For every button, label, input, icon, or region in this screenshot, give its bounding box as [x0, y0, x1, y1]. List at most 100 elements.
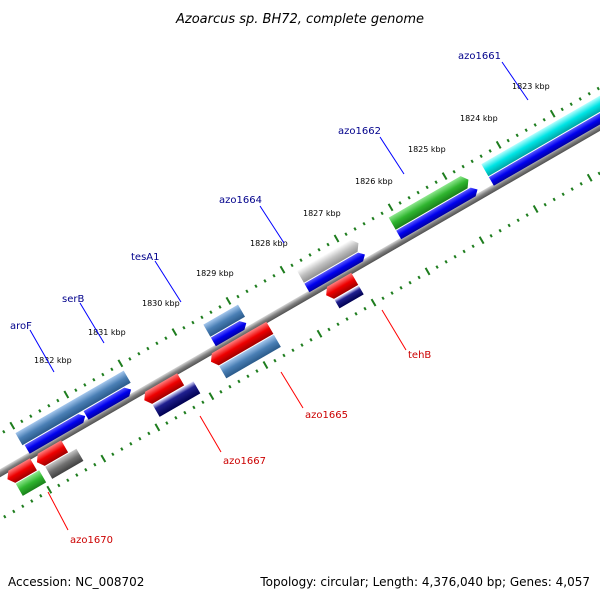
- minor-tick: [110, 367, 114, 372]
- major-tick: [100, 454, 107, 463]
- gene-label-tesA1[interactable]: tesA1: [131, 252, 160, 263]
- minor-tick: [74, 388, 78, 392]
- minor-tick: [246, 374, 250, 379]
- minor-tick: [434, 180, 438, 184]
- tick-track-inner: [3, 171, 600, 519]
- minor-tick: [192, 405, 196, 410]
- minor-tick: [290, 263, 294, 268]
- cds-azo1665-feature[interactable]: [219, 334, 281, 379]
- gene-label-serB[interactable]: serB: [62, 294, 84, 305]
- minor-tick: [579, 182, 583, 186]
- minor-tick: [453, 254, 457, 259]
- major-tick: [9, 421, 16, 430]
- minor-tick: [92, 377, 96, 382]
- gene-label-azo1665[interactable]: azo1665: [305, 410, 348, 421]
- cds-azo1671-feature[interactable]: [15, 470, 47, 496]
- major-tick: [316, 329, 323, 338]
- minor-tick: [597, 171, 600, 176]
- minor-tick: [191, 320, 195, 325]
- cds-azo1662-feature[interactable]: [396, 185, 480, 240]
- gene-tehB-feature[interactable]: [323, 272, 359, 302]
- minor-tick: [506, 138, 510, 143]
- gene-label-tehB[interactable]: tehB: [408, 350, 431, 361]
- minor-tick: [390, 291, 394, 295]
- cds-tehB-feature[interactable]: [334, 285, 364, 309]
- minor-tick: [218, 305, 222, 309]
- genome-backbone: [0, 36, 600, 564]
- minor-tick: [120, 447, 124, 451]
- minor-tick: [129, 442, 133, 446]
- gene-azo1664-feature[interactable]: [296, 237, 362, 283]
- cds-azo1667-feature[interactable]: [152, 381, 201, 417]
- gene-label-azo1664[interactable]: azo1664: [219, 195, 262, 206]
- gene-azo1665-feature[interactable]: [207, 321, 274, 368]
- minor-tick: [425, 185, 429, 190]
- cds-azo1664-feature[interactable]: [304, 250, 367, 293]
- reverse-gene-labels: tehB azo1665 azo1667 azo1670: [47, 309, 431, 546]
- major-tick: [424, 267, 431, 276]
- minor-tick: [39, 494, 43, 498]
- kbp-label: 1828 kbp: [250, 239, 288, 248]
- minor-tick: [282, 353, 286, 358]
- reverse-strand: [4, 272, 364, 496]
- major-tick: [225, 296, 232, 305]
- minor-tick: [578, 97, 582, 101]
- minor-tick: [66, 478, 70, 483]
- minor-tick: [111, 452, 115, 457]
- major-tick: [370, 298, 377, 307]
- minor-tick: [408, 280, 412, 285]
- minor-tick: [317, 247, 321, 252]
- cds-tesA1-feature[interactable]: [210, 319, 249, 347]
- gene-azo1667-feature[interactable]: [141, 373, 185, 406]
- major-tick: [171, 328, 178, 337]
- cds-azo1670-feature[interactable]: [45, 448, 84, 479]
- cds-azo1661-feature[interactable]: [488, 84, 600, 186]
- major-tick: [262, 361, 269, 369]
- minor-tick: [470, 159, 474, 164]
- gene-label-azo1662[interactable]: azo1662: [338, 126, 381, 137]
- gene-label-azo1670[interactable]: azo1670: [70, 535, 113, 546]
- gene-azo1670-feature[interactable]: [33, 440, 69, 468]
- cds-serB-feature[interactable]: [83, 385, 134, 420]
- minor-tick: [147, 431, 151, 436]
- gene-aroF-serB-feature[interactable]: [15, 370, 131, 446]
- major-tick: [478, 236, 485, 245]
- minor-tick: [219, 390, 223, 394]
- gene-label-aroF[interactable]: aroF: [10, 321, 32, 332]
- genome-summary-text: Topology: circular; Length: 4,376,040 bp…: [259, 575, 590, 589]
- minor-tick: [462, 249, 466, 254]
- minor-tick: [291, 348, 295, 353]
- gene-label-azo1661[interactable]: azo1661: [458, 51, 501, 62]
- major-tick: [532, 205, 539, 213]
- minor-tick: [461, 164, 465, 169]
- cds-aroF-feature[interactable]: [24, 412, 88, 454]
- leader-line: [280, 371, 304, 409]
- kbp-label: 1829 kbp: [196, 269, 234, 278]
- minor-tick: [254, 284, 258, 288]
- kbp-label: 1830 kbp: [142, 299, 180, 308]
- gene-azo1662-feature[interactable]: [388, 174, 472, 230]
- kbp-label: 1825 kbp: [408, 145, 446, 154]
- minor-tick: [587, 91, 591, 96]
- minor-tick: [471, 244, 475, 249]
- minor-tick: [489, 234, 493, 238]
- minor-tick: [561, 192, 565, 197]
- accession-text: Accession: NC_008702: [8, 575, 144, 589]
- minor-tick: [381, 296, 385, 301]
- major-tick: [117, 359, 124, 368]
- minor-tick: [345, 317, 349, 321]
- minor-tick: [182, 325, 186, 330]
- gene-label-azo1667[interactable]: azo1667: [223, 456, 266, 467]
- gene-azo1661-feature[interactable]: [481, 71, 600, 177]
- minor-tick: [399, 286, 403, 290]
- kbp-label: 1827 kbp: [303, 209, 341, 218]
- gene-azo1671-feature[interactable]: [4, 458, 37, 485]
- forward-gene-labels: azo1661 azo1662 azo1664 tesA1 serB aroF: [10, 51, 529, 373]
- major-tick: [441, 172, 448, 181]
- minor-tick: [165, 421, 169, 425]
- gene-tesA1-feature[interactable]: [203, 304, 246, 337]
- kbp-label: 1832 kbp: [34, 356, 72, 365]
- minor-tick: [75, 473, 79, 477]
- minor-tick: [138, 436, 142, 441]
